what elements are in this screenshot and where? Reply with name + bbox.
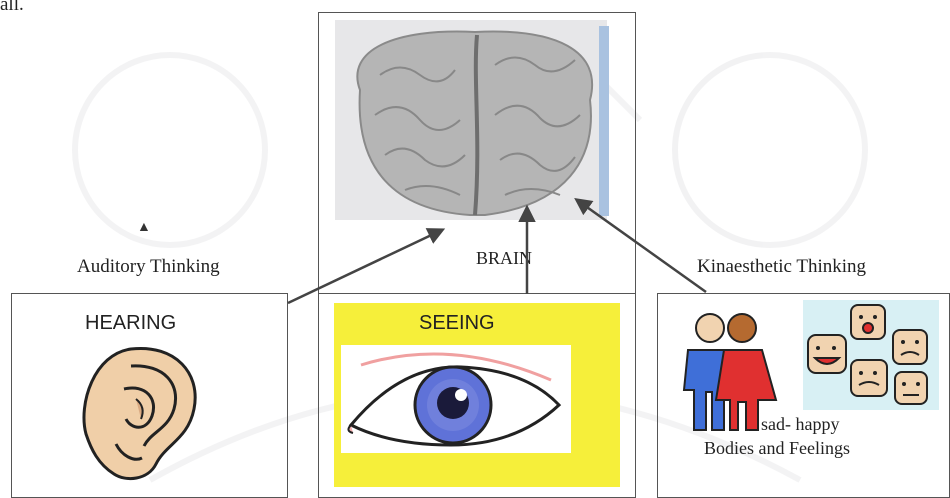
seeing-label: SEEING: [419, 312, 495, 335]
hearing-label: HEARING: [85, 312, 176, 335]
kinaesthetic-thinking-label: Kinaesthetic Thinking: [697, 256, 866, 278]
auditory-thinking-label: Auditory Thinking: [77, 256, 220, 278]
top-text-fragment: all.: [0, 0, 24, 16]
small-triangle-marker: ▲: [137, 220, 151, 236]
ear-icon: [76, 344, 216, 484]
kinaesthetic-caption-line2: Bodies and Feelings: [704, 438, 850, 459]
faces-icon: [803, 300, 939, 415]
brain-label: BRAIN: [476, 248, 532, 269]
brain-icon: [335, 20, 635, 230]
eye-icon: [341, 345, 571, 455]
kinaesthetic-caption-line1: sad- happy: [761, 414, 839, 435]
